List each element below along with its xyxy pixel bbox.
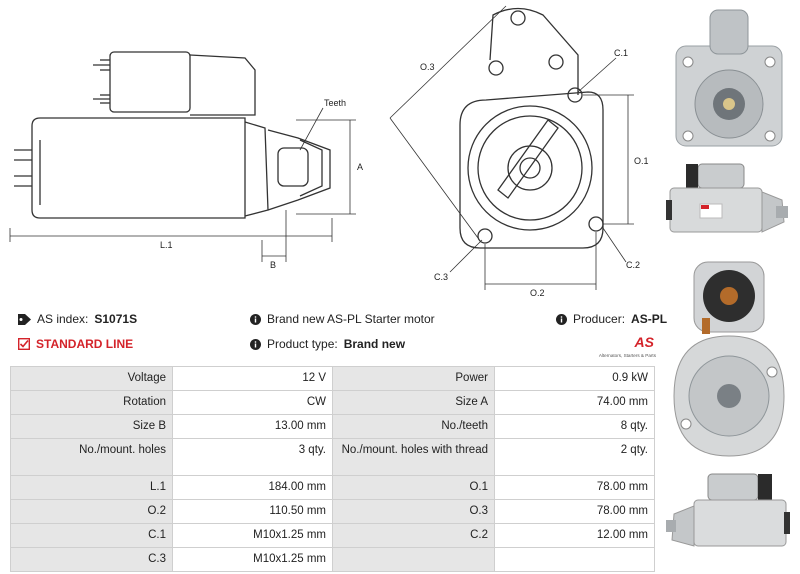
producer-label: Producer:	[573, 312, 626, 326]
producer-value: AS-PL	[631, 312, 668, 326]
spec-key: No./mount. holes with thread	[332, 438, 495, 476]
label-a: A	[357, 162, 363, 172]
product-type-value: Brand new	[343, 337, 406, 351]
table-row: No./mount. holes 3 qty. No./mount. holes…	[10, 438, 655, 476]
label-l1: L.1	[160, 240, 173, 250]
tag-icon	[18, 313, 31, 325]
spec-key: No./mount. holes	[10, 438, 173, 476]
table-row: O.2 110.50 mm O.3 78.00 mm	[10, 499, 655, 524]
info-icon	[250, 338, 261, 350]
spec-key: Size A	[332, 390, 495, 415]
table-row: L.1 184.00 mm O.1 78.00 mm	[10, 475, 655, 500]
spec-value	[494, 547, 655, 572]
spec-value: CW	[172, 390, 333, 415]
label-o1: O.1	[634, 156, 649, 166]
spec-key: No./teeth	[332, 414, 495, 439]
spec-key: Rotation	[10, 390, 173, 415]
as-index-row: AS index: S1071S	[18, 312, 137, 326]
label-c3: C.3	[434, 272, 448, 282]
spec-key: Size B	[10, 414, 173, 439]
spec-value: 78.00 mm	[494, 475, 655, 500]
product-photo-back[interactable]	[664, 256, 794, 466]
table-row: C.3 M10x1.25 mm	[10, 547, 655, 572]
spec-value: 78.00 mm	[494, 499, 655, 524]
table-row: Rotation CW Size A 74.00 mm	[10, 390, 655, 415]
spec-key: L.1	[10, 475, 173, 500]
product-type-label: Product type:	[267, 337, 338, 351]
info-icon	[556, 313, 567, 325]
description-row: Brand new AS-PL Starter motor	[250, 312, 435, 326]
spec-value: 3 qty.	[172, 438, 333, 476]
side-view-drawing: Teeth A B L.1	[9, 51, 363, 270]
label-b: B	[270, 260, 276, 270]
spec-value: 2 qty.	[494, 438, 655, 476]
table-row: Voltage 12 V Power 0.9 kW	[10, 366, 655, 391]
logo-mark: AS	[634, 334, 654, 350]
standard-line-label: STANDARD LINE	[36, 337, 134, 351]
table-row: Size B 13.00 mm No./teeth 8 qty.	[10, 414, 655, 439]
label-o2: O.2	[530, 288, 545, 298]
description-text: Brand new AS-PL Starter motor	[267, 312, 435, 326]
product-photo-angle[interactable]	[664, 470, 794, 570]
spec-key: O.2	[10, 499, 173, 524]
spec-value: M10x1.25 mm	[172, 523, 333, 548]
spec-value: 13.00 mm	[172, 414, 333, 439]
spec-key: O.1	[332, 475, 495, 500]
producer-row: Producer: AS-PL	[556, 312, 667, 326]
spec-key	[332, 547, 495, 572]
spec-value: 8 qty.	[494, 414, 655, 439]
label-o3: O.3	[420, 62, 435, 72]
spec-value: M10x1.25 mm	[172, 547, 333, 572]
logo-tagline: Alternators, Starters & Parts	[598, 353, 656, 358]
standard-line-row: STANDARD LINE	[18, 337, 133, 351]
spec-value: 0.9 kW	[494, 366, 655, 391]
spec-key: O.3	[332, 499, 495, 524]
label-teeth: Teeth	[324, 98, 346, 108]
spec-value: 12.00 mm	[494, 523, 655, 548]
front-view-drawing: O.3 O.1 O.2 C.1 C.2 C.3	[389, 5, 649, 298]
product-photo-front[interactable]	[664, 4, 794, 154]
product-type-row: Product type: Brand new	[250, 337, 405, 351]
as-index-label: AS index:	[37, 312, 89, 326]
spec-value: 12 V	[172, 366, 333, 391]
product-photo-side[interactable]	[664, 160, 794, 240]
spec-key: Power	[332, 366, 495, 391]
spec-value: 110.50 mm	[172, 499, 333, 524]
spec-key: C.2	[332, 523, 495, 548]
spec-key: C.3	[10, 547, 173, 572]
info-icon	[250, 313, 261, 325]
as-pl-logo: AS Alternators, Starters & Parts	[590, 334, 656, 362]
as-index-value: S1071S	[94, 312, 138, 326]
checkbox-checked-icon	[18, 338, 30, 350]
spec-key: C.1	[10, 523, 173, 548]
spec-value: 74.00 mm	[494, 390, 655, 415]
label-c1: C.1	[614, 48, 628, 58]
spec-key: Voltage	[10, 366, 173, 391]
spec-table: Voltage 12 V Power 0.9 kW Rotation CW Si…	[10, 366, 655, 572]
table-row: C.1 M10x1.25 mm C.2 12.00 mm	[10, 523, 655, 548]
spec-value: 184.00 mm	[172, 475, 333, 500]
label-c2: C.2	[626, 260, 640, 270]
